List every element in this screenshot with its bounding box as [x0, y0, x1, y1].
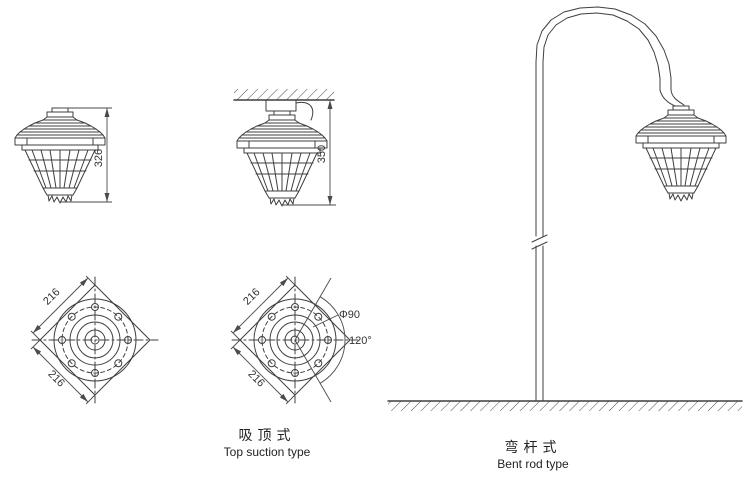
leader-line — [312, 314, 339, 328]
extension-line — [30, 339, 41, 350]
pole-break-mark — [531, 241, 548, 250]
drop-conduit — [659, 89, 676, 107]
caption-top-suction-cn: 吸顶式 — [239, 427, 296, 443]
lamp-fixture-side — [14, 107, 106, 204]
dimension-line — [32, 277, 89, 334]
extension-line — [230, 339, 241, 350]
dimension-label-ceiling-height: 350 — [316, 145, 328, 163]
dimension-label-angle: 120° — [349, 335, 372, 347]
dimension-line — [232, 346, 289, 403]
captions: 吸顶式 Top suction type 弯杆式 Bent rod type — [224, 427, 569, 471]
ground-hatch — [388, 401, 742, 411]
caption-bent-rod-cn: 弯杆式 — [505, 439, 562, 455]
extension-line — [285, 275, 296, 286]
ceiling-view-dimension: 350 — [282, 100, 336, 206]
extension-line — [285, 394, 296, 405]
angle-line — [294, 339, 332, 403]
dimension-label-width: 216 — [41, 286, 62, 307]
pole-bend-inner — [542, 12, 661, 91]
lamp-fixture-ceiling — [236, 110, 328, 207]
drop-conduit — [670, 89, 685, 106]
dimension-label-depth: 216 — [245, 368, 266, 389]
dimension-line — [32, 346, 89, 403]
angle-line — [294, 277, 332, 341]
ceiling-hatch — [234, 89, 334, 100]
dimension-label-side-height: 326 — [93, 149, 105, 167]
extension-line — [85, 394, 96, 405]
extension-line — [85, 275, 96, 286]
conduit-hook — [295, 101, 314, 121]
mounting-bracket — [265, 99, 297, 112]
dimension-label-depth: 216 — [45, 368, 66, 389]
side-view-dimension: 326 — [58, 107, 112, 203]
lamp-fixture-hanging — [635, 105, 727, 202]
extension-line — [30, 330, 41, 341]
pole-bend-outer — [535, 6, 672, 91]
caption-bent-rod-en: Bent rod type — [497, 457, 569, 471]
dimension-label-diameter: Φ90 — [339, 309, 360, 321]
dimension-label-width: 216 — [241, 286, 262, 307]
angle-arc — [319, 296, 346, 384]
caption-top-suction-en: Top suction type — [224, 445, 311, 459]
bent-pole-assembly — [387, 6, 743, 411]
side-view-lamp — [14, 107, 106, 204]
dimension-line — [232, 277, 289, 334]
extension-line — [230, 330, 241, 341]
pole-break-mark — [531, 234, 548, 243]
ceiling-mount-lamp — [233, 89, 335, 207]
